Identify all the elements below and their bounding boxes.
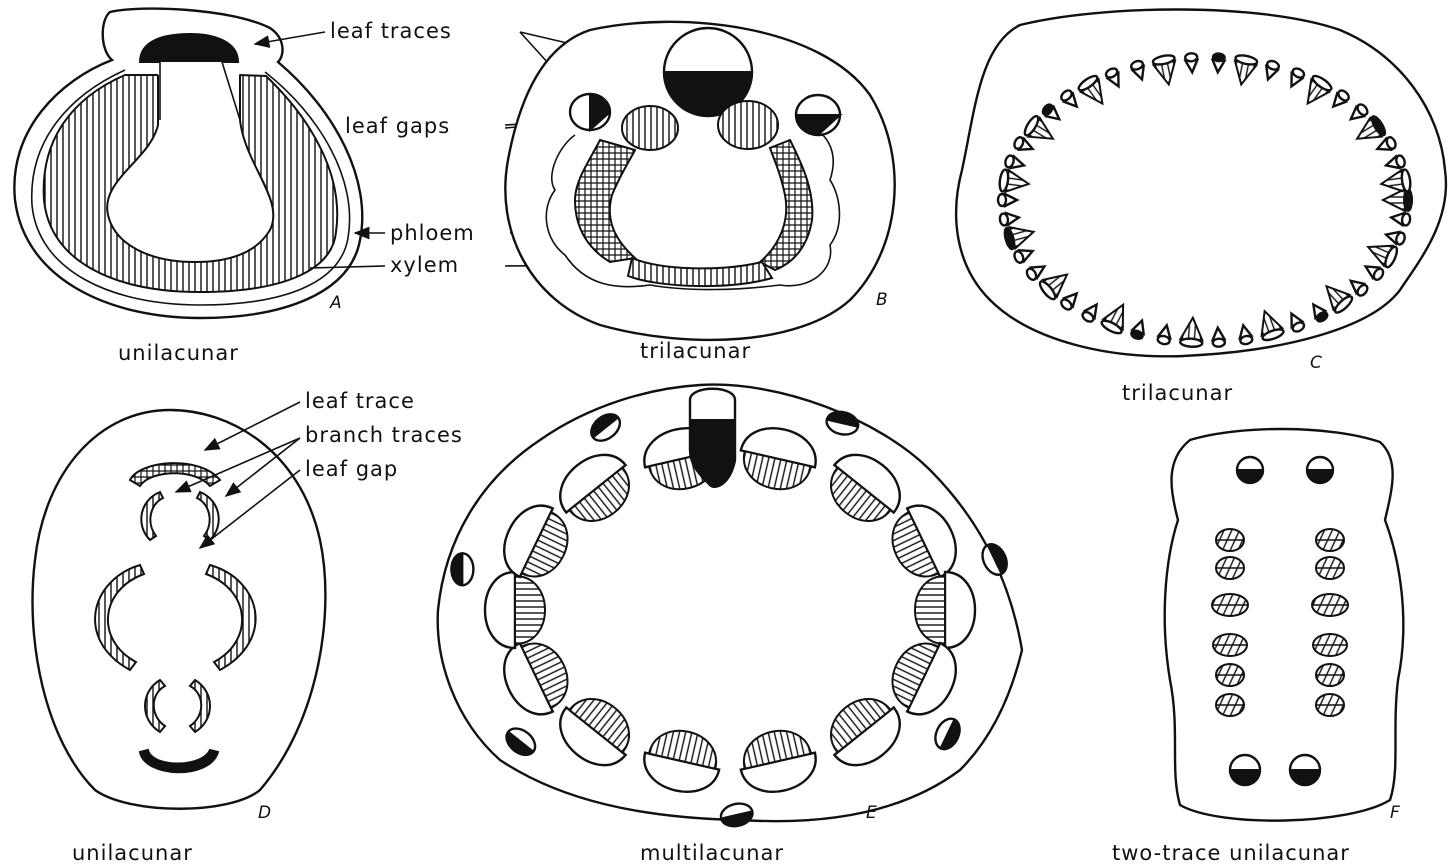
panel-b-letter: B [876, 290, 888, 310]
label-leaf-gap: leaf gap [305, 457, 398, 481]
panel-c-bundle-phloem [998, 194, 1006, 206]
panel-e-letter: E [866, 803, 877, 823]
panel-c-bundle-phloem [1180, 338, 1202, 347]
panel-a-letter: A [329, 293, 342, 313]
panel-a-caption: unilacunar [118, 341, 239, 365]
panel-e-leaf-trace [451, 553, 473, 585]
panel-c-bundle-phloem [1213, 53, 1226, 62]
label-xylem: xylem [390, 253, 459, 277]
panel-c-letter: C [1310, 353, 1322, 373]
panel-e-bundle [915, 572, 975, 648]
panel-e-bundle [485, 572, 545, 648]
label-branch-traces: branch traces [305, 423, 463, 447]
panel-e-multilacunar: E multilacunar [438, 385, 1022, 865]
panel-c-trilacunar: C trilacunar [956, 9, 1446, 405]
label-phloem: phloem [390, 221, 475, 245]
panel-b-trilacunar: B trilacunar [505, 22, 894, 363]
panel-c-stem-outline [956, 9, 1446, 356]
panel-d-unilacunar: D unilacunar [33, 410, 326, 865]
label-leaf-trace: leaf trace [305, 389, 415, 413]
panel-d-letter: D [258, 803, 271, 823]
panel-c-bundle-phloem [1185, 53, 1198, 62]
panel-f-caption: two-trace unilacunar [1112, 841, 1350, 865]
panel-c-bundle-phloem [1401, 213, 1411, 226]
panel-f-stem-outline [1165, 429, 1404, 821]
label-leaf-traces: leaf traces [330, 19, 452, 43]
panel-f-two-trace-unilacunar: F two-trace unilacunar [1112, 429, 1403, 865]
panel-c-bundle-phloem [1213, 338, 1226, 347]
panel-f-letter: F [1390, 803, 1400, 823]
panel-a-unilacunar: A unilacunar [14, 9, 362, 365]
panel-b-gap-bundle-left [622, 106, 678, 150]
panel-b-caption: trilacunar [640, 339, 751, 363]
panel-c-caption: trilacunar [1122, 381, 1233, 405]
panel-e-caption: multilacunar [640, 841, 784, 865]
panel-c-bundle-phloem [999, 213, 1009, 226]
panel-d-caption: unilacunar [72, 841, 193, 865]
label-leaf-gaps: leaf gaps [345, 114, 450, 138]
panel-b-gap-bundle-right [718, 101, 778, 149]
